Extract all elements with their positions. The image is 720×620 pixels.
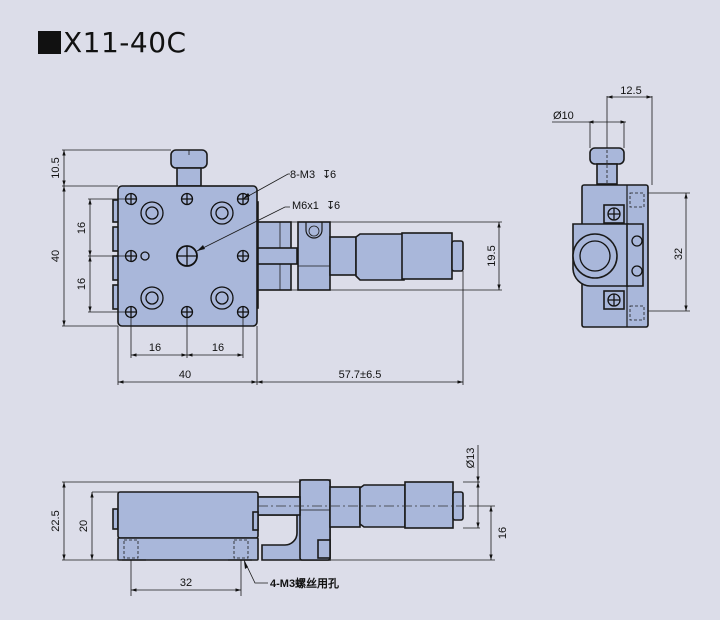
depth-symbol-icon: ↧ (326, 200, 335, 212)
depth-symbol-icon: ↧ (322, 169, 331, 181)
callout-mount-holes: 8-M3 (290, 169, 315, 181)
product-model: X11-40C (63, 26, 187, 59)
mount-hole-icons (124, 192, 250, 319)
dim-front-body-height: 20 (78, 520, 90, 532)
dim-front-hole-pitch: 32 (180, 577, 192, 589)
dim-hole-pitch-v2: 16 (76, 278, 88, 290)
counterbore-icons (140, 201, 234, 310)
dim-micrometer-body: 19.5 (486, 245, 498, 266)
title-bullet-square-icon (38, 31, 61, 54)
dim-overall-width: 40 (179, 369, 191, 381)
product-title: X11-40C (38, 26, 187, 59)
side-view: Ø10 12.5 32 (552, 85, 690, 328)
dim-overall-height: 40 (50, 250, 62, 262)
top-view: 10.5 40 16 16 16 16 40 57.7±6.5 19.5 8-M… (50, 149, 502, 385)
dim-hole-pitch-v1: 16 (76, 222, 88, 234)
dim-hole-pitch-h1: 16 (149, 342, 161, 354)
callout-center-hole: M6x1 (292, 200, 319, 212)
dim-knob-height: 10.5 (50, 157, 62, 178)
callout-bottom-holes: 4-M3螺丝用孔 (270, 576, 339, 590)
dim-knob-diameter: Ø10 (553, 110, 574, 122)
dim-side-hole-pitch: 32 (673, 248, 685, 260)
dim-axis-height: 16 (497, 527, 509, 539)
dim-hole-pitch-h2: 16 (212, 342, 224, 354)
front-view: 22.5 20 32 Ø13 16 4-M3螺丝用孔 (50, 445, 509, 596)
dim-knob-offset: 12.5 (620, 85, 641, 97)
dim-spindle-diameter: Ø13 (465, 448, 477, 469)
center-hole-icon (176, 245, 198, 267)
dim-micrometer-travel: 57.7±6.5 (339, 369, 382, 381)
callout-mount-holes-depth: 6 (330, 169, 336, 181)
callout-center-hole-depth: 6 (334, 200, 340, 212)
dim-front-overall-height: 22.5 (50, 510, 62, 531)
